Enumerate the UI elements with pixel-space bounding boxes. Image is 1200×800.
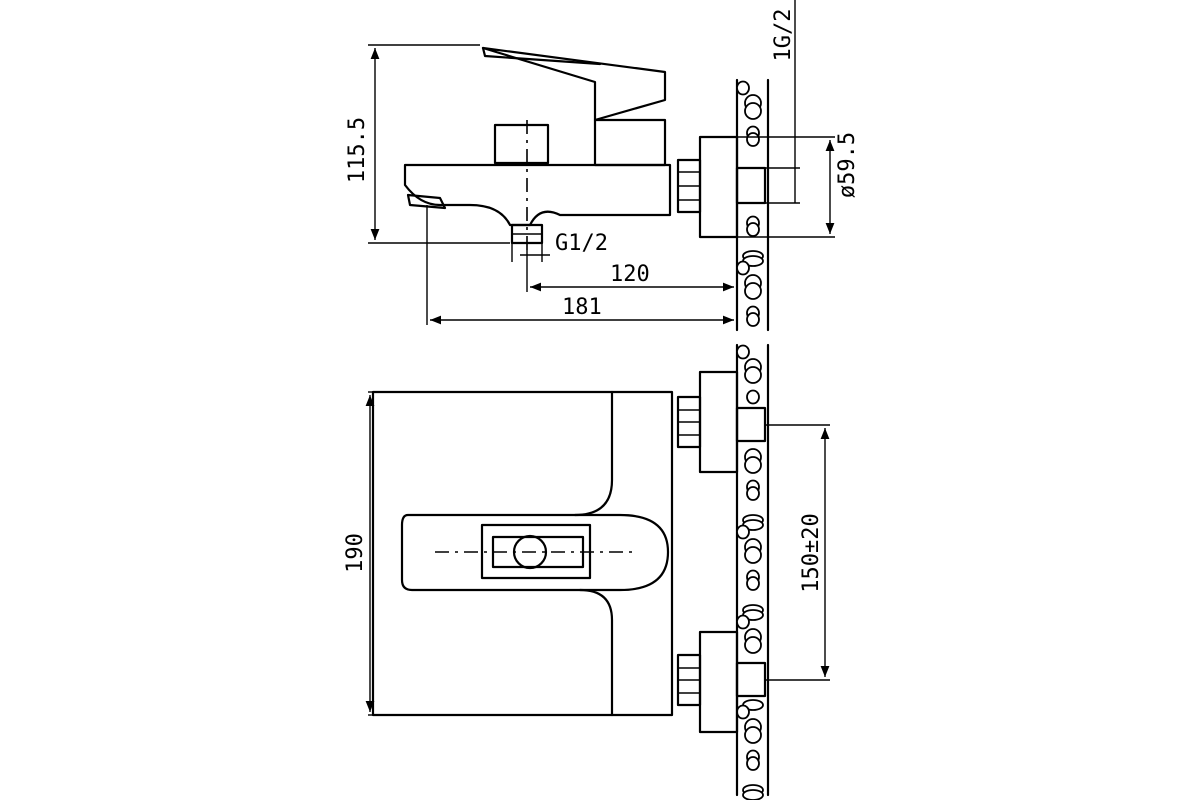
connector-bottom — [735, 661, 767, 698]
connector-top — [735, 406, 767, 443]
dim-center-distance: 150±20 — [799, 513, 824, 592]
wall-stone — [746, 486, 760, 501]
dim-height-side: 115.5 — [345, 117, 370, 183]
wall-stone — [746, 389, 760, 405]
wall-stones-top — [736, 80, 764, 327]
flange-top — [698, 370, 739, 474]
dim-outlet-thread: G1/2 — [555, 231, 608, 256]
dim-flange-diameter: ø59.5 — [835, 132, 860, 198]
side-dimensions: 115.5 1G/2 ø59.5 G1/2 120 181 — [345, 0, 860, 330]
wall-stone — [744, 102, 762, 120]
front-lever-outline — [400, 390, 614, 717]
lever-handle — [481, 46, 667, 122]
cartridge-body — [593, 118, 667, 167]
wall-stone — [746, 756, 760, 771]
wall-stone — [736, 614, 750, 630]
wall-stone — [744, 546, 762, 564]
wall-stone — [736, 704, 750, 720]
front-dimensions: 190 150±20 — [343, 391, 830, 716]
spout-tip — [406, 193, 447, 210]
lever-slot — [480, 523, 592, 580]
diverter-knob — [493, 123, 550, 165]
wall-stone — [744, 456, 762, 474]
dim-thread-wall: 1G/2 — [771, 9, 796, 62]
wall-stone — [744, 366, 762, 384]
side-view — [403, 46, 767, 250]
wall-stone — [746, 222, 760, 237]
faucet-body — [403, 163, 672, 227]
wall-stone — [742, 789, 764, 800]
wall-stone — [736, 524, 750, 540]
dim-body-width: 190 — [343, 533, 368, 573]
wall-flange — [698, 135, 739, 239]
dim-outlet-distance: 120 — [610, 262, 650, 287]
wall-stone — [736, 344, 750, 360]
eccentric-connector — [735, 166, 767, 205]
wall-stones-bottom — [736, 344, 764, 800]
flange-bottom — [698, 630, 739, 734]
wall-stone — [744, 636, 762, 654]
wall-stone — [736, 260, 750, 276]
wall-stone — [744, 282, 762, 300]
wall-stone — [744, 726, 762, 744]
dim-spout-reach: 181 — [562, 295, 602, 320]
wall-stone — [746, 132, 760, 147]
wall-stone — [736, 80, 750, 96]
wall-stone — [746, 576, 760, 591]
front-view — [371, 370, 767, 734]
front-body — [371, 390, 674, 717]
wall-stone — [746, 312, 760, 327]
